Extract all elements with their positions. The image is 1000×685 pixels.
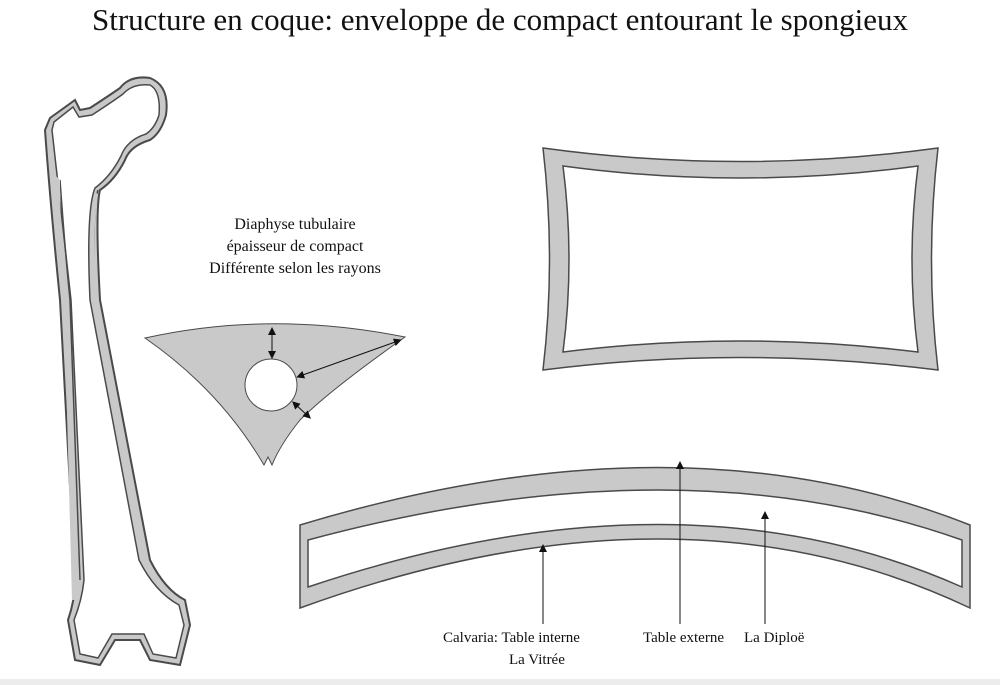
label-vitree: La Vitrée xyxy=(509,652,565,668)
label-diploe: La Diploë xyxy=(744,630,805,646)
label-table-interne: Calvaria: Table interne xyxy=(443,630,580,646)
diaphysis-caption: Diaphyse tubulaire épaisseur de compact … xyxy=(170,214,420,280)
caption-line-2: épaisseur de compact xyxy=(226,238,364,255)
thickness-arrow-small xyxy=(292,401,311,419)
thickness-arrow-right xyxy=(296,338,402,379)
bottom-edge-bar xyxy=(0,679,1000,685)
flat-bone-frame xyxy=(542,147,939,371)
diaphysis-cross-section xyxy=(143,323,407,467)
femur-illustration xyxy=(43,76,192,667)
label-table-externe: Table externe xyxy=(643,630,724,646)
caption-line-3: Différente selon les rayons xyxy=(209,260,381,277)
diagram-title: Structure en coque: enveloppe de compact… xyxy=(91,2,909,37)
caption-line-1: Diaphyse tubulaire xyxy=(234,216,356,233)
calvaria-illustration xyxy=(299,461,971,624)
